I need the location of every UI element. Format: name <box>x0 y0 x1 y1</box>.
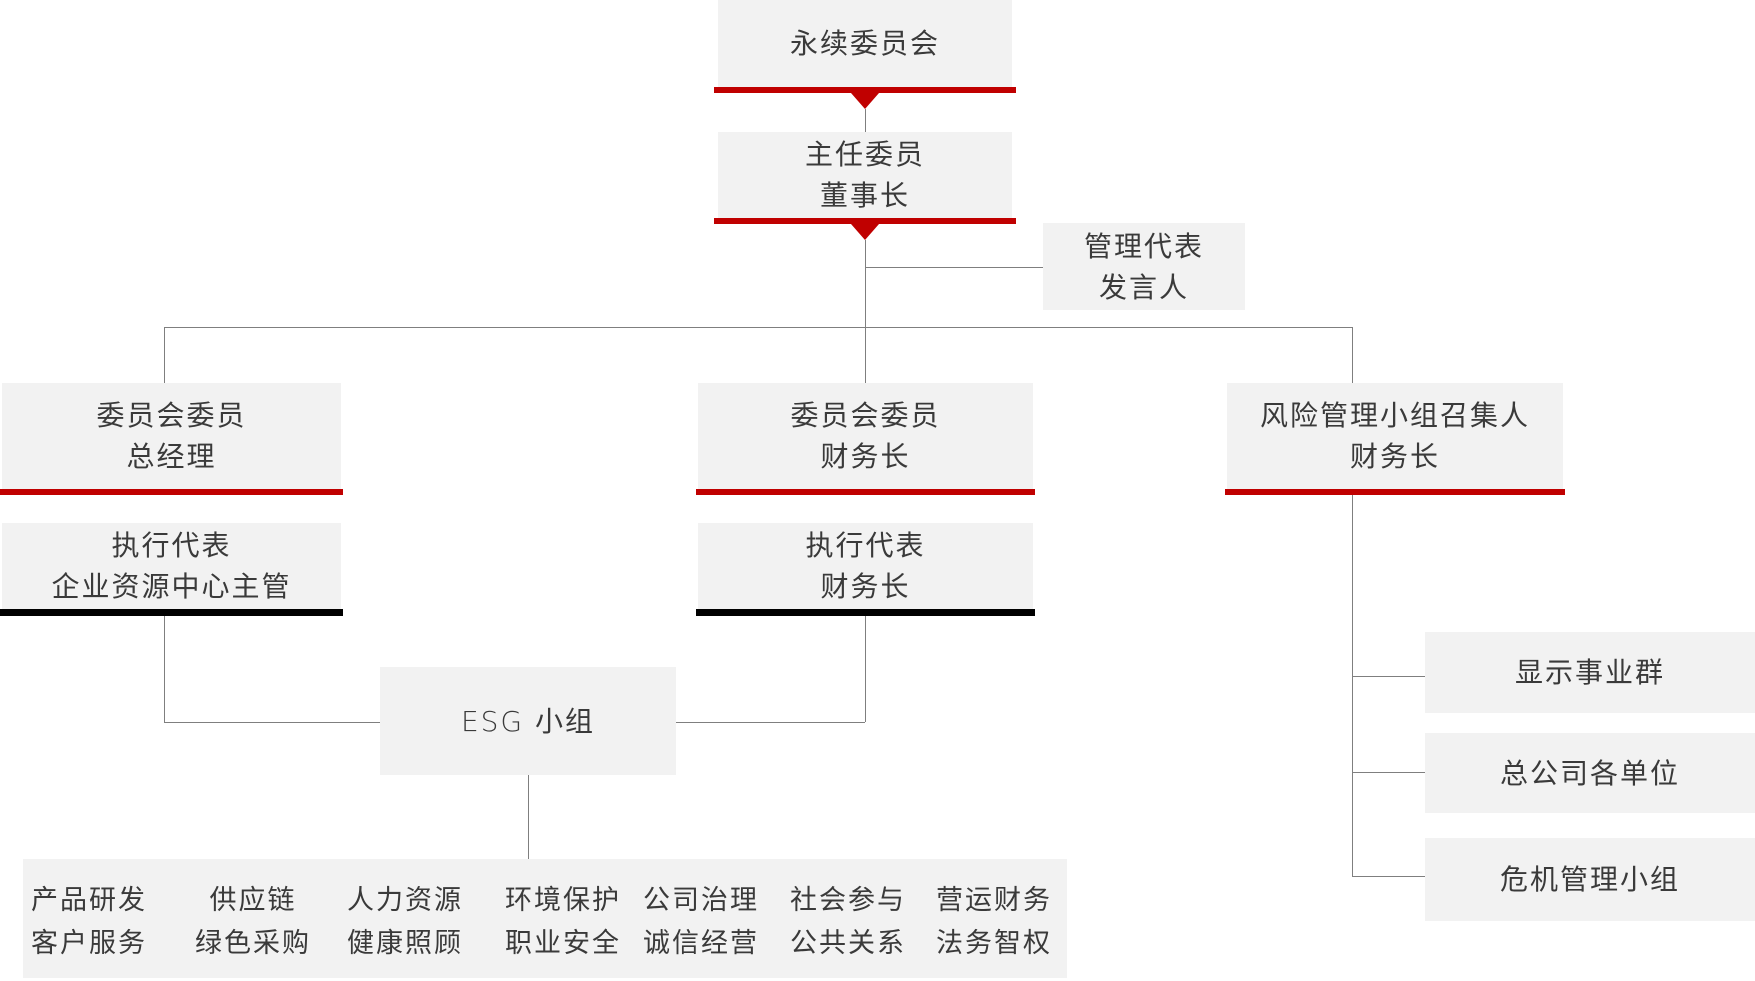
exec-cfo-role: 执行代表 <box>805 529 926 562</box>
connector-line <box>1352 327 1353 383</box>
down-arrow-icon <box>851 224 879 240</box>
esg-function-line: 公司治理 <box>643 885 759 916</box>
risk-unit-label: 总公司各单位 <box>1499 756 1680 790</box>
esg-function-line: 绿色采购 <box>195 928 311 959</box>
connector-line <box>1352 772 1425 773</box>
esg-function-line: 客户服务 <box>31 928 147 959</box>
exec-rep-cfo-box: 执行代表 财务长 <box>698 523 1033 609</box>
cfo-holder: 财务长 <box>820 440 911 473</box>
chair-holder: 董事长 <box>819 179 910 212</box>
esg-function-line: 职业安全 <box>505 928 621 959</box>
connector-line <box>528 775 529 859</box>
esg-function-column: 营运财务 法务智权 <box>919 880 1069 964</box>
red-underline-bar <box>714 87 1016 93</box>
sustainability-committee-box: 永续委员会 <box>718 0 1012 87</box>
connector-line <box>865 615 866 722</box>
connector-line <box>865 109 866 132</box>
red-underline-bar <box>714 218 1016 224</box>
esg-function-line: 营运财务 <box>936 885 1052 916</box>
esg-function-column: 人力资源 健康照顾 <box>330 880 480 964</box>
connector-line <box>164 615 165 723</box>
committee-title: 永续委员会 <box>789 27 940 60</box>
risk-unit-label: 危机管理小组 <box>1499 863 1680 896</box>
esg-team-box: ESG 小组 <box>380 667 676 775</box>
risk-unit-box: 总公司各单位 <box>1425 733 1755 813</box>
exec-cfo-holder: 财务长 <box>820 570 911 603</box>
red-underline-bar <box>696 489 1035 495</box>
connector-line <box>164 722 380 723</box>
esg-function-column: 公司治理 诚信经营 <box>626 880 776 964</box>
esg-function-line: 社会参与 <box>790 885 906 916</box>
committee-member-gm-box: 委员会委员 总经理 <box>2 383 341 489</box>
esg-function-line: 人力资源 <box>347 885 463 916</box>
esg-function-line: 法务智权 <box>936 928 1052 959</box>
risk-unit-label: 显示事业群 <box>1514 656 1665 689</box>
esg-function-line: 公共关系 <box>790 928 906 959</box>
committee-member-cfo-box: 委员会委员 财务长 <box>698 383 1033 489</box>
esg-function-column: 产品研发 客户服务 <box>14 880 164 964</box>
connector-line <box>865 240 866 383</box>
gm-role: 委员会委员 <box>96 399 247 432</box>
risk-holder: 财务长 <box>1349 440 1440 473</box>
mgmt-rep-holder: 发言人 <box>1098 270 1189 304</box>
black-underline-bar <box>696 609 1035 616</box>
connector-line <box>676 722 865 723</box>
esg-function-line: 产品研发 <box>31 885 147 916</box>
exec-rep-erc-box: 执行代表 企业资源中心主管 <box>2 523 341 609</box>
esg-function-column: 环境保护 职业安全 <box>488 880 638 964</box>
down-arrow-icon <box>851 93 879 109</box>
connector-line <box>164 327 1353 328</box>
esg-functions-panel <box>23 859 1067 978</box>
risk-unit-box: 显示事业群 <box>1425 632 1755 713</box>
esg-function-line: 环境保护 <box>505 885 621 916</box>
cfo-role: 委员会委员 <box>790 399 941 432</box>
connector-line <box>1352 876 1425 877</box>
chair-box: 主任委员 董事长 <box>718 132 1012 218</box>
management-representative-box: 管理代表 发言人 <box>1043 223 1245 310</box>
exec-erc-holder: 企业资源中心主管 <box>51 570 292 603</box>
esg-function-line: 供应链 <box>209 885 297 916</box>
connector-line <box>164 327 165 383</box>
esg-function-line: 诚信经营 <box>643 928 759 959</box>
esg-function-column: 供应链 绿色采购 <box>178 880 328 964</box>
connector-line <box>1352 495 1353 877</box>
red-underline-bar <box>1225 489 1565 495</box>
esg-function-column: 社会参与 公共关系 <box>773 880 923 964</box>
esg-title: ESG 小组 <box>460 704 596 738</box>
exec-erc-role: 执行代表 <box>111 529 232 562</box>
red-underline-bar <box>0 489 343 495</box>
risk-role: 风险管理小组召集人 <box>1259 399 1530 432</box>
esg-function-line: 健康照顾 <box>347 928 463 959</box>
black-underline-bar <box>0 609 343 616</box>
risk-convener-box: 风险管理小组召集人 财务长 <box>1227 383 1563 489</box>
chair-role: 主任委员 <box>804 138 925 171</box>
mgmt-rep-role: 管理代表 <box>1083 229 1204 263</box>
connector-line <box>1352 676 1425 677</box>
connector-line <box>865 267 1043 268</box>
risk-unit-box: 危机管理小组 <box>1425 838 1755 921</box>
gm-holder: 总经理 <box>126 440 217 473</box>
